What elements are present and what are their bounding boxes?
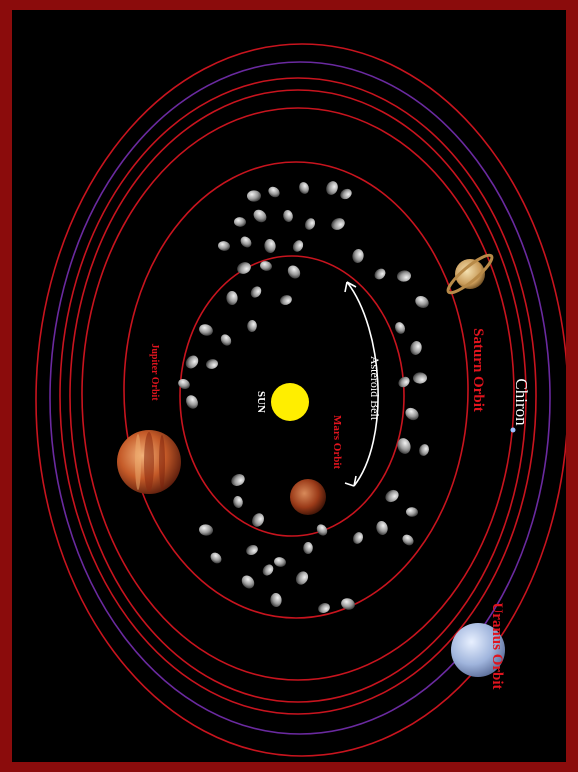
asteroid-rock [375,520,389,536]
jupiter-icon [117,430,181,494]
asteroid-rock [418,443,431,457]
space-background: SUN Mars Orbit Asteroid Belt Jupiter Orb… [12,10,566,762]
asteroid-belt-arrowhead-bottom [345,476,356,486]
asteroid-rock [239,573,257,591]
mars-orbit-label: Mars Orbit [331,415,343,469]
asteroid-rock [229,472,247,489]
asteroid-rock [247,190,261,201]
asteroid-rock [315,522,330,537]
asteroid-rock [329,216,347,232]
asteroid-rock [409,340,423,356]
asteroid-rock [406,507,418,517]
asteroid-rock [198,322,215,337]
asteroid-rock [413,294,431,311]
asteroid-rock [245,543,260,557]
asteroid-rock [279,294,293,307]
asteroid-rock [198,523,213,536]
asteroid-rock [205,358,219,370]
asteroid-rock [338,187,353,202]
asteroid-rock [247,320,257,333]
uranus-orbit-label: Uranus Orbit [489,602,505,689]
asteroid-rock [403,405,421,422]
asteroid-rock [249,284,264,299]
asteroid-rock [226,291,237,305]
asteroid-rock [285,263,302,281]
asteroid-rock [383,487,401,504]
asteroid-rock [324,179,339,196]
asteroid-rock [303,542,313,554]
asteroid-rock [317,602,331,615]
asteroid-rock [282,209,294,223]
asteroid-rock [266,185,281,200]
asteroid-rock [351,531,365,546]
asteroid-rock [298,181,311,195]
asteroid-rock [351,248,364,264]
asteroid-rock [270,593,282,608]
asteroid-rock [238,234,253,249]
asteroid-rock [264,238,277,253]
asteroid-rock [303,217,317,232]
mars-icon [290,479,326,515]
solar-system-diagram: SUN Mars Orbit Asteroid Belt Jupiter Orb… [12,10,566,762]
asteroid-rock [291,238,305,253]
asteroid-rock [217,240,230,252]
jupiter-orbit-label: Jupiter Orbit [149,343,160,401]
asteroid-rock [184,393,200,411]
asteroid-rock [234,217,247,228]
chiron-label: Chiron [512,378,531,426]
asteroid-rock [232,495,243,508]
saturn-orbit-label: Saturn Orbit [470,328,486,412]
asteroid-rock [396,270,411,283]
asteroid-rock [219,332,234,347]
asteroid-rock [183,353,201,371]
asteroid-rock [208,550,223,565]
asteroid-rock [251,207,269,225]
asteroid-rock [372,266,387,281]
asteroid-rock [293,569,310,587]
asteroid-rock [413,372,427,384]
asteroid-rock [273,556,287,568]
asteroid-rock [393,321,407,336]
asteroid-rock [400,532,415,547]
asteroid-belt-label: Asteroid Belt [368,356,382,421]
sun-icon [271,383,309,421]
asteroid-rock [260,562,275,577]
chiron-dot-icon [511,428,516,433]
asteroid-rock [177,377,192,391]
sun-label: SUN [255,391,267,413]
